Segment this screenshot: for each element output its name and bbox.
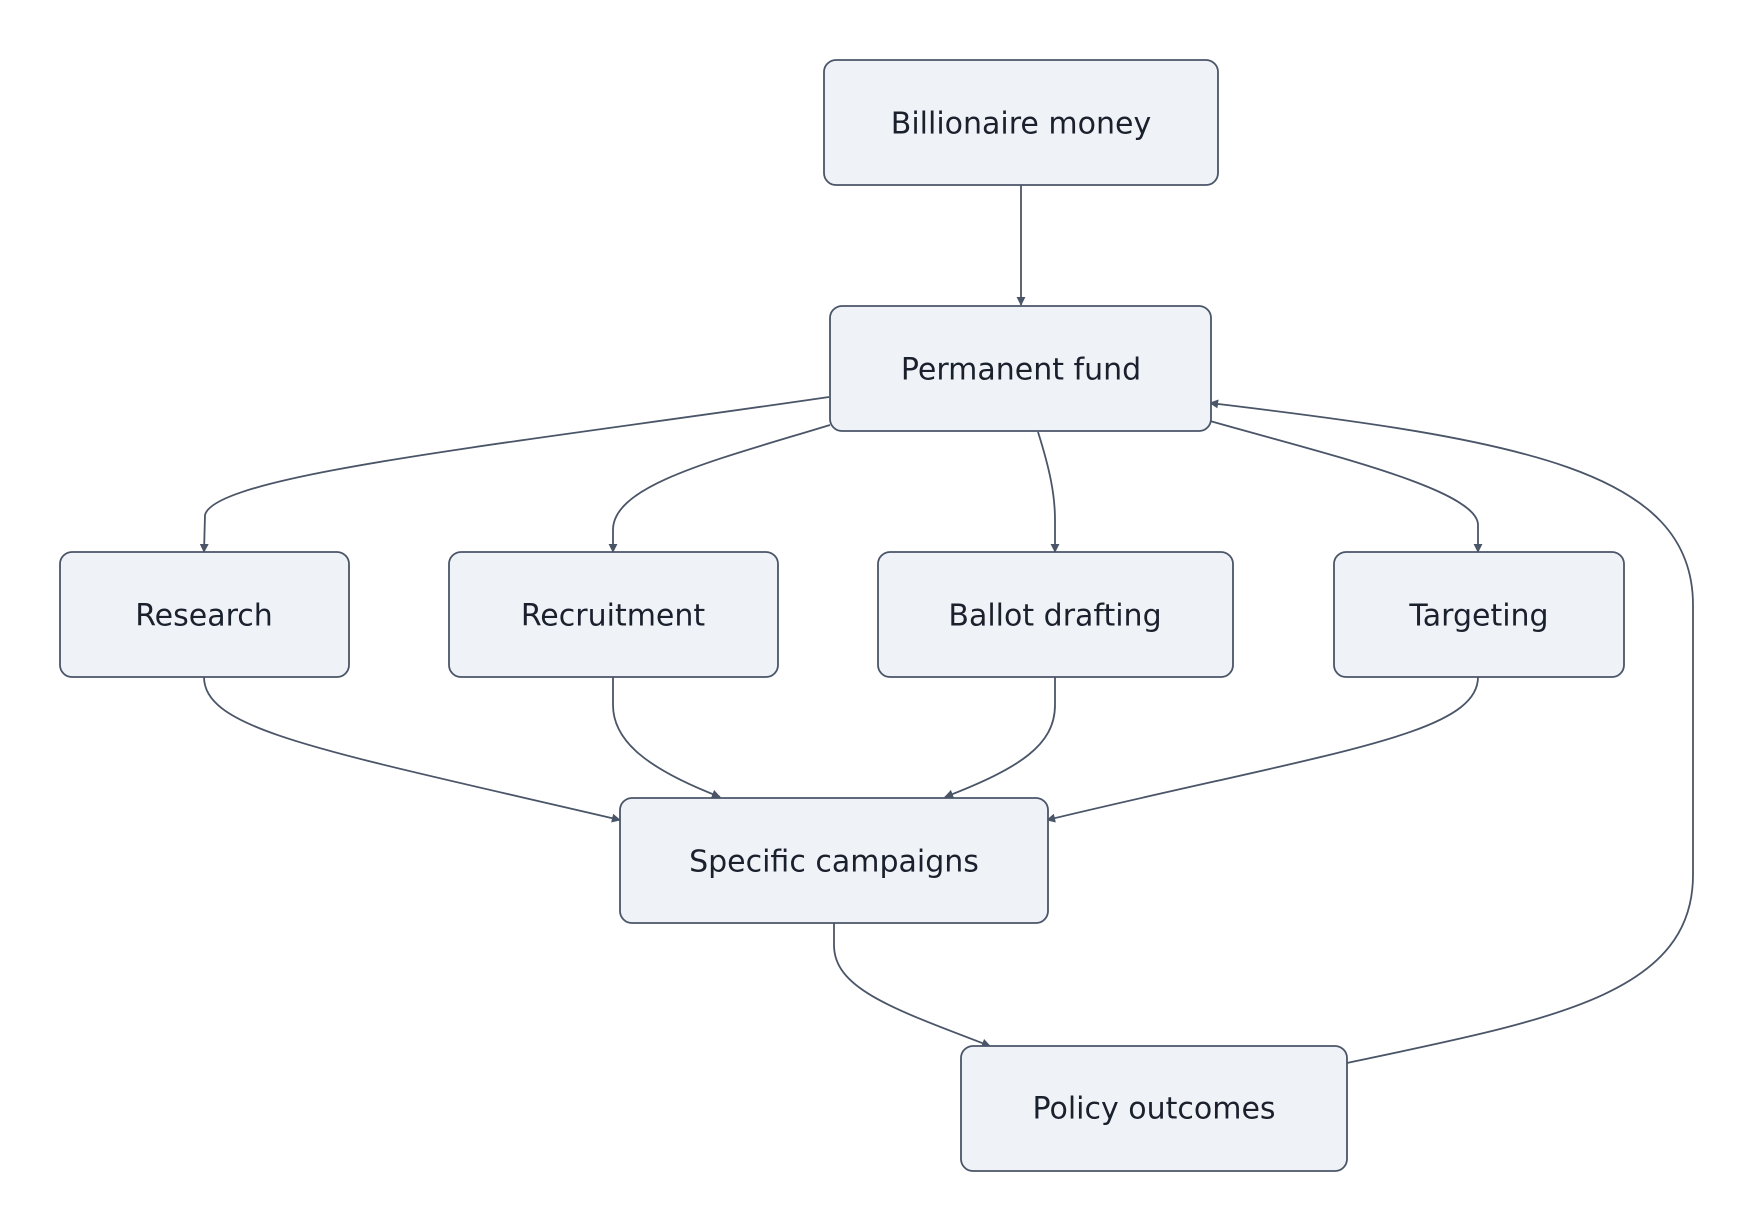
node-policy-outcomes: Policy outcomes <box>960 1045 1348 1172</box>
edge-campaigns-to-outcomes <box>833 923 991 1048</box>
edge-fund-to-recruitment <box>608 424 831 553</box>
node-label: Specific campaigns <box>689 845 979 880</box>
edge-targeting-to-campaigns <box>1046 676 1479 823</box>
node-billionaire-money: Billionaire money <box>823 59 1219 186</box>
node-label: Permanent fund <box>901 353 1141 388</box>
node-label: Ballot drafting <box>948 599 1161 634</box>
edge-ballot-to-campaigns <box>944 677 1056 799</box>
edge-fund-to-research <box>199 396 830 553</box>
node-research: Research <box>59 551 350 678</box>
edge-outcomes-to-fund <box>1209 399 1694 1064</box>
edge-research-to-campaigns <box>203 676 621 823</box>
node-recruitment: Recruitment <box>448 551 779 678</box>
node-label: Targeting <box>1408 599 1548 634</box>
node-label: Policy outcomes <box>1032 1092 1275 1127</box>
edge-recruitment-to-campaigns <box>612 677 721 799</box>
node-permanent-fund: Permanent fund <box>829 305 1212 432</box>
node-label: Recruitment <box>521 599 706 634</box>
node-ballot-drafting: Ballot drafting <box>877 551 1234 678</box>
node-targeting: Targeting <box>1333 551 1625 678</box>
edge-fund-to-targeting <box>1209 420 1483 553</box>
node-label: Billionaire money <box>891 107 1151 142</box>
node-specific-campaigns: Specific campaigns <box>619 797 1049 924</box>
edge-fund-to-ballot <box>1037 431 1060 553</box>
node-label: Research <box>135 599 273 634</box>
